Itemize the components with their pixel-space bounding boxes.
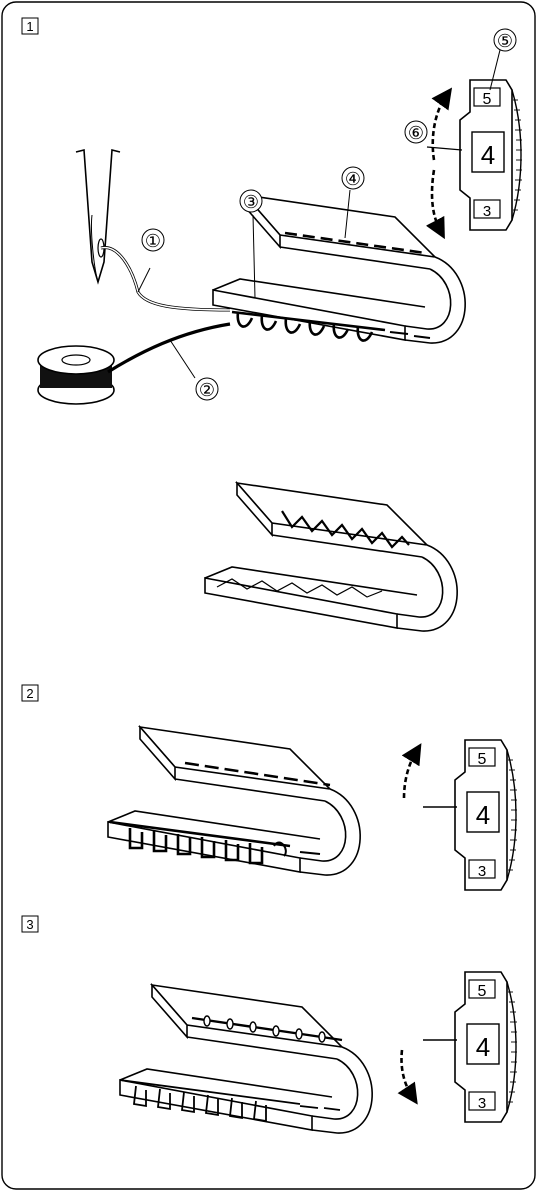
svg-text:4: 4 <box>481 140 495 170</box>
arrow-up-icon <box>431 87 453 161</box>
bobbin-thread <box>107 322 231 374</box>
arrow-down-icon <box>397 1049 418 1105</box>
dial-step1: 5 4 3 <box>459 79 523 231</box>
stitch-loops-step1 <box>231 310 431 342</box>
dial-step3: 5 4 3 <box>454 971 518 1123</box>
bobbin-illustration <box>37 345 115 405</box>
step-1-label: 1 <box>26 19 33 34</box>
svg-text:4: 4 <box>476 800 490 830</box>
fabric-fold-step1 <box>212 194 466 344</box>
needle-illustration <box>75 148 121 285</box>
arrow-down-icon <box>425 169 445 240</box>
svg-text:3: 3 <box>478 863 486 880</box>
svg-text:4: 4 <box>476 1032 490 1062</box>
callout-2: ② <box>169 339 219 401</box>
fabric-fold-step3 <box>119 984 373 1134</box>
dial-step2: 5 4 3 <box>454 739 518 891</box>
svg-text:5: 5 <box>478 751 487 768</box>
callout-6: ⑥ <box>404 120 463 151</box>
svg-text:3: 3 <box>478 1095 486 1112</box>
svg-text:②: ② <box>199 380 215 400</box>
svg-text:5: 5 <box>478 983 487 1000</box>
svg-text:④: ④ <box>345 169 361 189</box>
callout-4: ④ <box>341 166 365 239</box>
svg-text:5: 5 <box>483 91 492 108</box>
svg-text:①: ① <box>145 231 161 251</box>
fabric-fold-zigzag <box>204 482 458 632</box>
svg-text:⑥: ⑥ <box>408 123 424 143</box>
stitch-loops-step2 <box>109 820 321 865</box>
callout-5: ⑤ <box>489 28 517 91</box>
fabric-fold-step2 <box>107 726 361 876</box>
callout-3: ③ <box>239 189 263 299</box>
svg-text:③: ③ <box>243 192 259 212</box>
stitch-loops-step3 <box>119 1079 341 1123</box>
svg-text:⑤: ⑤ <box>497 31 513 51</box>
step-3-label: 3 <box>26 917 33 932</box>
callout-1: ① <box>137 228 165 293</box>
step-2-box: 2 <box>21 684 39 702</box>
step-2-label: 2 <box>26 686 33 701</box>
step-1-box: 1 <box>21 17 39 35</box>
step-3-box: 3 <box>21 915 39 933</box>
arrow-up-icon <box>401 743 422 799</box>
needle-thread <box>100 246 231 312</box>
svg-text:3: 3 <box>483 203 491 220</box>
